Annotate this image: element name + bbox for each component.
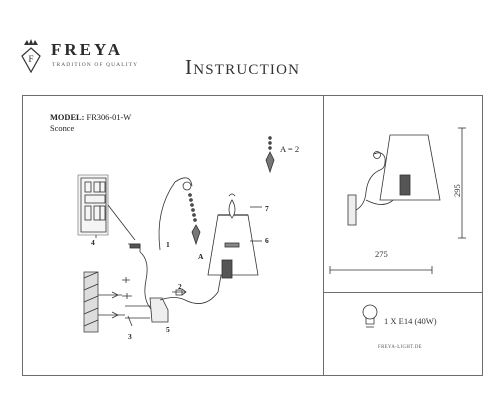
assembly-note: A = 2 — [280, 144, 300, 154]
model-code: FR306-01-W — [86, 113, 132, 122]
callout-7: 7 — [265, 204, 269, 213]
brand-tagline: TRADITION OF QUALITY — [52, 62, 139, 68]
bulb-icon — [362, 304, 378, 328]
callout-6: 6 — [265, 236, 269, 245]
model-line: MODEL: FR306-01-W — [50, 113, 131, 122]
wall-section — [83, 271, 150, 333]
brand-name: FREYA — [51, 40, 123, 59]
callout-5: 5 — [166, 325, 170, 334]
callout-2: 2 — [178, 282, 182, 291]
wire-lines — [107, 204, 153, 311]
bulb-spec: 1 X E14 (40W) — [384, 316, 437, 326]
brand-crest-icon: F — [21, 39, 41, 74]
callout-1: 1 — [166, 240, 170, 249]
frame-top-line — [22, 95, 483, 96]
frame-bottom-line — [22, 375, 483, 376]
mounting-plate-detail — [77, 174, 109, 238]
page-title: Instruction — [185, 55, 301, 79]
lamp-shade — [207, 193, 262, 279]
callout-a-main: A — [198, 252, 204, 261]
frame-left-line — [22, 95, 23, 376]
frame-right-line — [482, 95, 483, 376]
brand-logo: F FREYA TRADITION OF QUALITY — [20, 38, 160, 78]
dimension-width: 275 — [375, 249, 388, 259]
callout-4: 4 — [91, 238, 95, 247]
crystal-chain — [188, 193, 201, 246]
model-type: Sconce — [50, 124, 75, 133]
model-label: MODEL: — [50, 113, 85, 122]
sconce-arm — [149, 177, 223, 323]
frame-divider-horizontal — [323, 292, 483, 293]
website: FREYA-LIGHT.DE — [378, 345, 423, 350]
frame-divider-vertical — [323, 95, 324, 376]
svg-text:F: F — [28, 54, 33, 64]
crystal-detail — [265, 136, 275, 174]
callout-3: 3 — [128, 332, 132, 341]
dimension-drawing — [329, 127, 466, 274]
